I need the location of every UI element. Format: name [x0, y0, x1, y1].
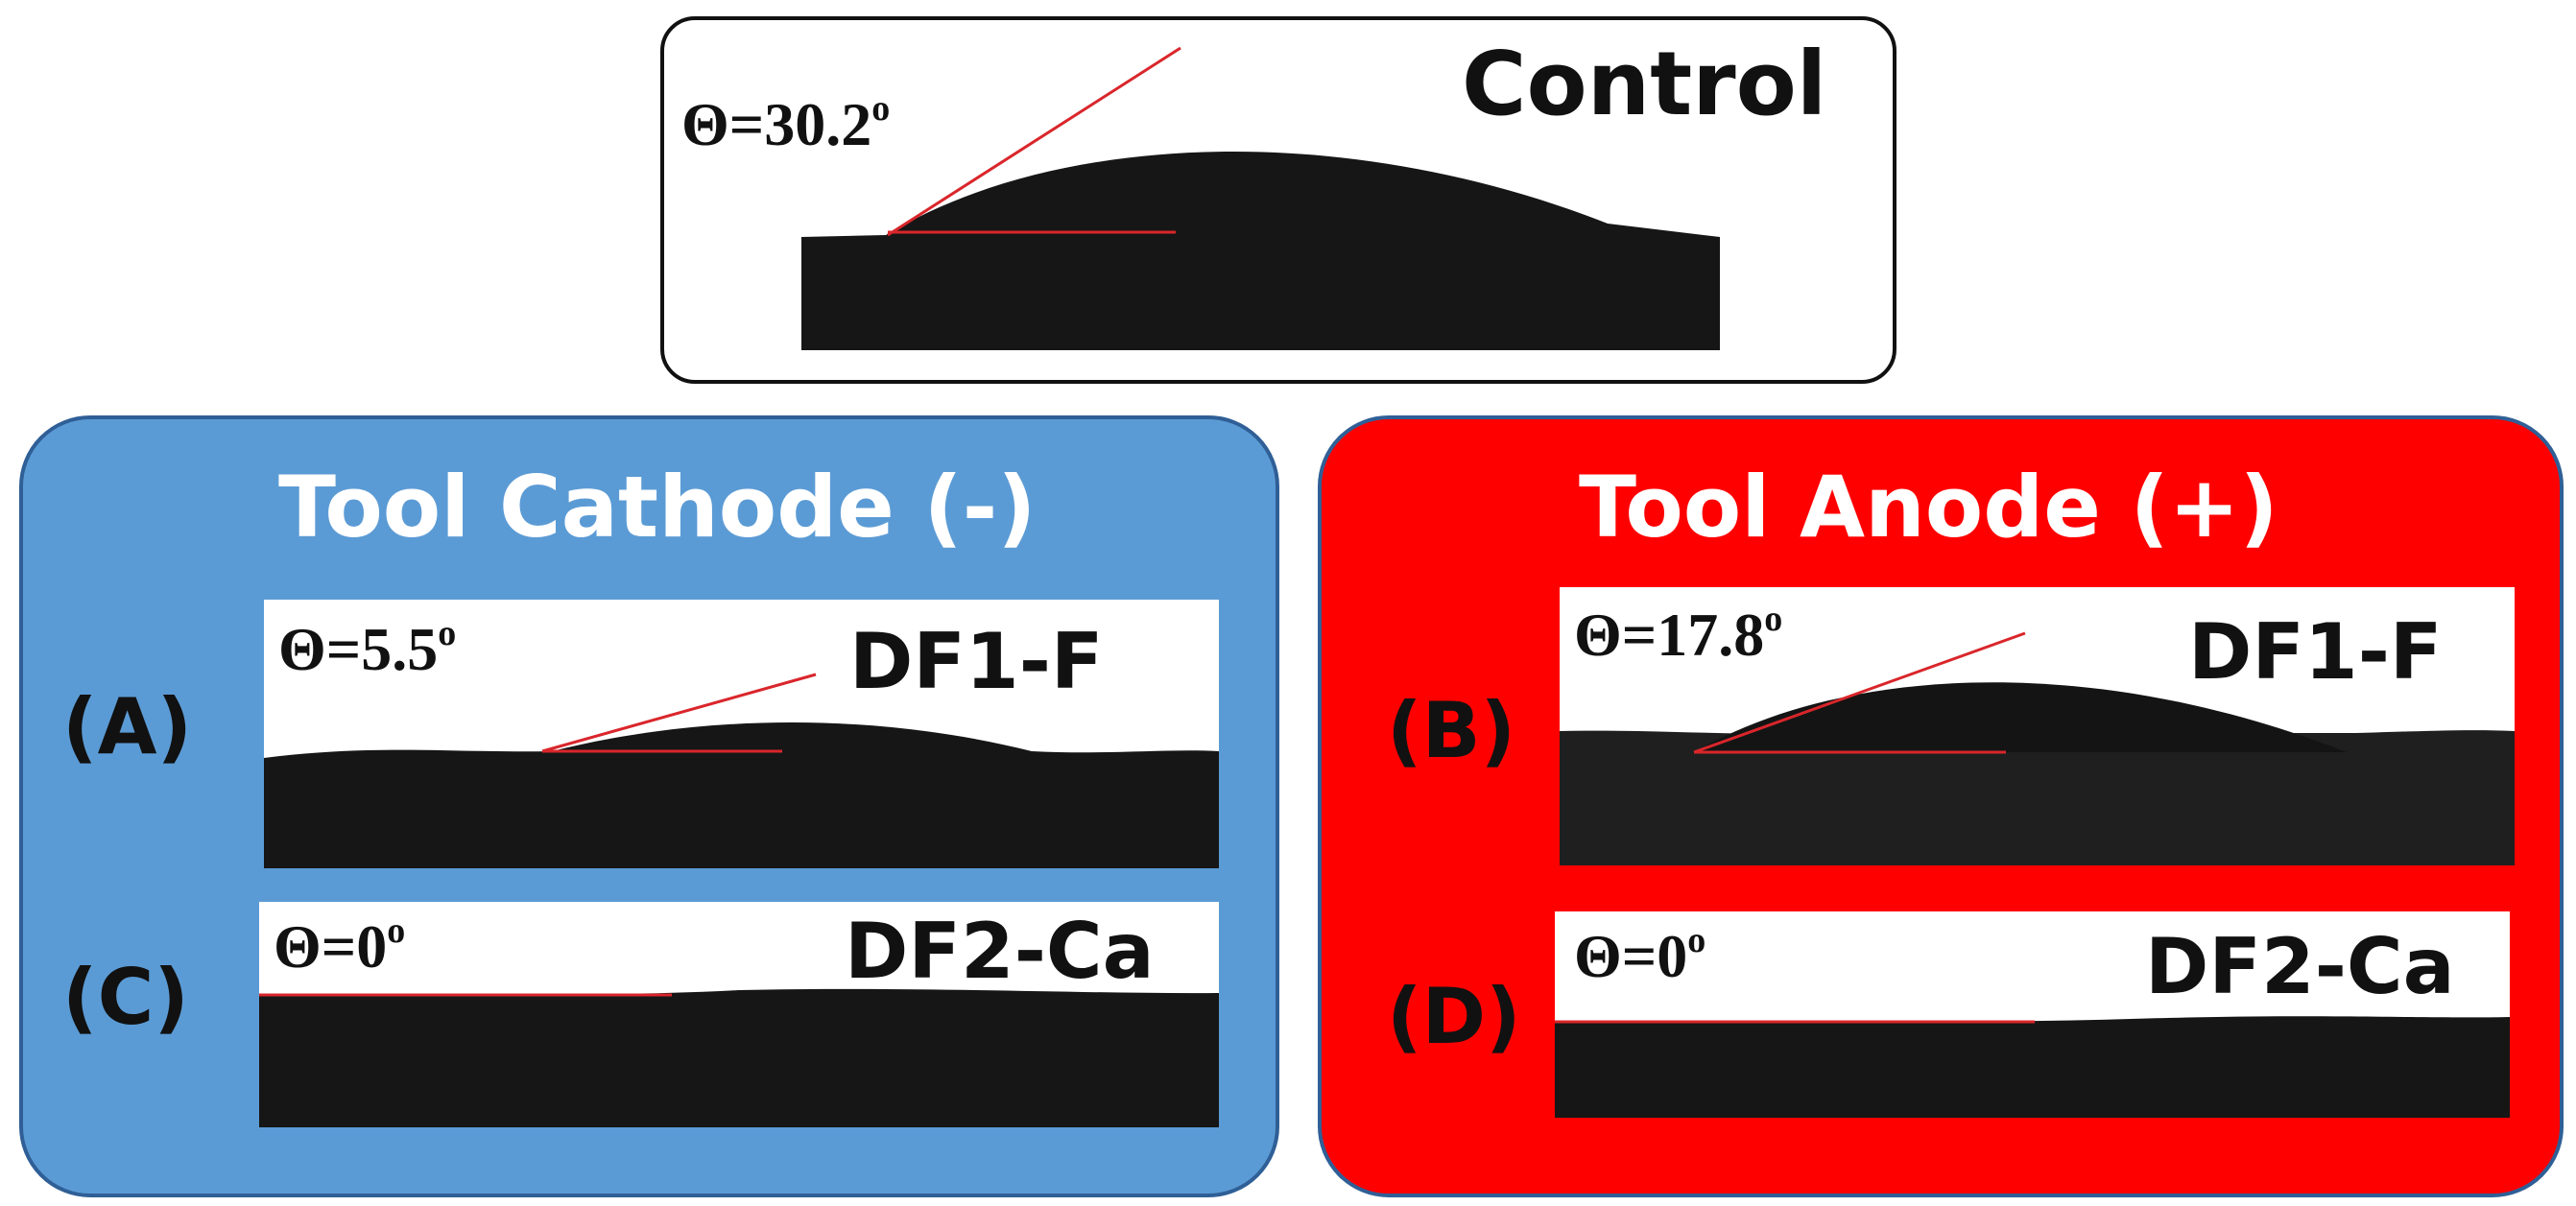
- control-angle: Θ=30.2o: [681, 90, 890, 155]
- angle-prefix: Θ=: [1574, 922, 1658, 990]
- cathode-title: Tool Cathode (-): [278, 458, 1037, 556]
- angle-value: 17.8: [1657, 601, 1765, 669]
- panel-c-droplet-svg: [259, 988, 1219, 1127]
- angle-prefix: Θ=: [1574, 601, 1658, 669]
- angle-unit: o: [871, 88, 891, 129]
- panel-a-image: [264, 600, 1219, 868]
- angle-unit: o: [1687, 920, 1706, 960]
- panel-a-label: DF1-F: [849, 617, 1104, 706]
- angle-prefix: Θ=: [278, 615, 362, 683]
- panel-d-image: [1555, 911, 2510, 1118]
- angle-unit: o: [438, 613, 457, 653]
- control-tangent-line: [887, 46, 1181, 237]
- panel-b-image: [1560, 587, 2515, 865]
- panel-letter-b: (B): [1387, 686, 1516, 775]
- angle-prefix: Θ=: [274, 912, 357, 981]
- angle-value: 5.5: [361, 615, 439, 683]
- angle-value: 0: [356, 912, 388, 981]
- panel-c-image: [259, 902, 1219, 1127]
- panel-letter-d: (D): [1387, 972, 1521, 1061]
- panel-b-angle: Θ=17.8o: [1574, 601, 1782, 669]
- panel-letter-a: (A): [62, 682, 193, 771]
- panel-a-droplet-svg: [264, 673, 1219, 868]
- anode-title: Tool Anode (+): [1579, 458, 2278, 556]
- panel-b-droplet-svg: [1560, 631, 2515, 865]
- panel-d-droplet-svg: [1555, 1016, 2510, 1118]
- panel-c-angle: Θ=0o: [274, 912, 405, 978]
- panel-a-angle: Θ=5.5o: [278, 615, 456, 680]
- control-label: Control: [1462, 33, 1827, 135]
- panel-b-label: DF1-F: [2188, 607, 2443, 697]
- angle-value: 0: [1657, 922, 1688, 990]
- panel-c-label: DF2-Ca: [845, 907, 1155, 996]
- angle-unit: o: [387, 910, 406, 951]
- control-droplet-image: [801, 130, 1720, 350]
- panel-letter-c: (C): [62, 953, 189, 1042]
- angle-unit: o: [1764, 599, 1783, 639]
- panel-d-angle: Θ=0o: [1574, 922, 1705, 987]
- control-droplet-svg: [801, 152, 1720, 350]
- angle-value: 30.2: [764, 90, 872, 158]
- angle-prefix: Θ=: [681, 90, 765, 158]
- panel-d-label: DF2-Ca: [2145, 922, 2455, 1011]
